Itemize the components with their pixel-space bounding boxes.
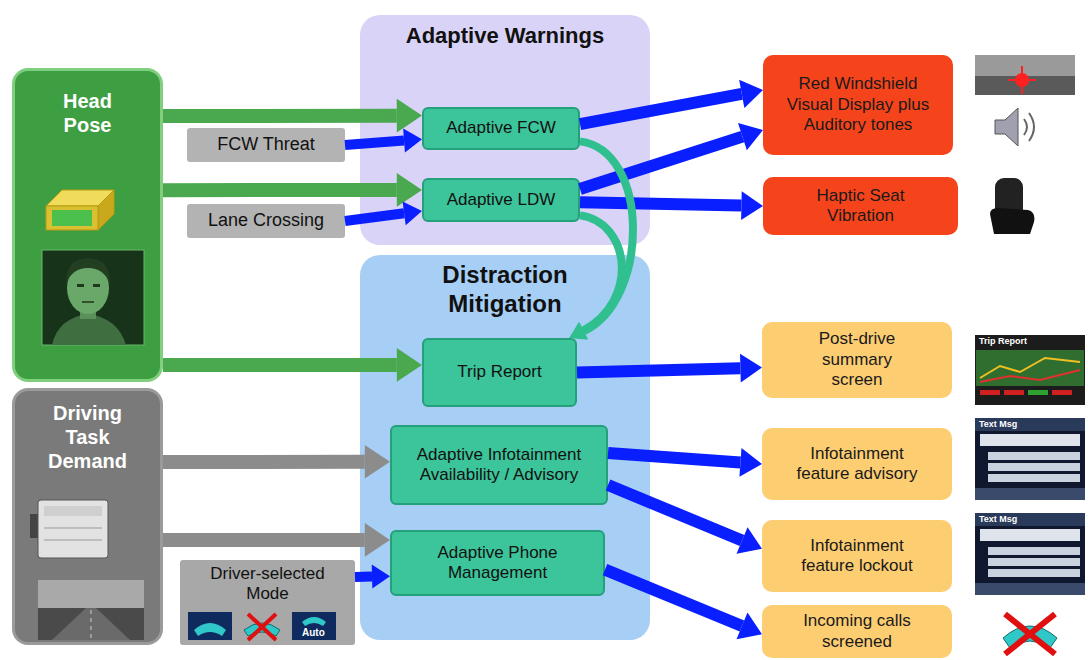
road-camera-image (38, 580, 144, 640)
node-label: Adaptive Infotainment Availability / Adv… (412, 445, 587, 486)
driver-face-image (42, 250, 144, 345)
text-message-screenshot (975, 513, 1085, 595)
process-box: Trip Report (422, 338, 577, 407)
connector-arrow (163, 445, 390, 479)
mitigation-output-box: Incoming calls screened (762, 605, 952, 658)
node-label: Trip Report (457, 362, 541, 382)
node-label: Adaptive Phone Management (423, 543, 573, 584)
node-label: Infotainment feature lockout (792, 536, 922, 577)
connector-arrow (605, 570, 762, 640)
process-box: Adaptive FCW (422, 107, 580, 150)
connector-arrow (608, 448, 762, 477)
phone-mode-icons (188, 612, 336, 640)
node-label: Adaptive Warnings (406, 23, 604, 49)
blocked-phone-icon (1003, 614, 1057, 654)
node-label: Haptic Seat Vibration (796, 186, 926, 227)
mitigation-output-box: Infotainment feature lockout (762, 520, 952, 592)
node-label: Incoming calls screened (792, 611, 922, 652)
connector-arrow (163, 523, 390, 557)
signal-box: FCW Threat (187, 128, 345, 162)
warning-output-box: Haptic Seat Vibration (763, 177, 958, 235)
node-label: Distraction Mitigation (405, 261, 605, 319)
node-label: Infotainment feature advisory (792, 444, 922, 485)
text-message-screenshot (975, 418, 1085, 500)
connector-arrow (163, 173, 422, 207)
ecu-module-icon (30, 500, 108, 558)
node-label: Red Windshield Visual Display plus Audit… (776, 74, 941, 135)
speaker-icon (995, 108, 1034, 146)
connector-arrow (163, 348, 422, 382)
connector-arrow (345, 129, 422, 153)
connector-arrow (569, 215, 622, 338)
camera-sensor-icon (46, 190, 114, 230)
connector-arrow (580, 191, 763, 220)
screen-label: Text Msg (979, 420, 1017, 430)
process-box: Adaptive Phone Management (390, 530, 605, 596)
windshield-display-image (975, 55, 1075, 95)
node-label: Lane Crossing (208, 210, 324, 232)
connector-arrow (355, 565, 390, 589)
screen-label: Text Msg (979, 515, 1017, 525)
mitigation-output-box: Post-drive summary screen (762, 322, 952, 398)
node-label: Driver-selected Mode (198, 564, 338, 605)
node-label: FCW Threat (217, 134, 315, 156)
connector-arrow (569, 141, 633, 339)
node-label: Head Pose (48, 89, 128, 137)
screen-label: Trip Report (979, 337, 1027, 347)
node-label: Adaptive FCW (446, 118, 556, 138)
connector-arrow (577, 354, 762, 383)
connector-arrow (608, 485, 762, 554)
signal-box: Lane Crossing (187, 204, 345, 238)
node-label: Driving Task Demand (40, 401, 135, 473)
node-label: Adaptive LDW (447, 190, 556, 210)
screen-label: Auto (302, 627, 325, 638)
connector-arrow (345, 201, 422, 225)
seat-icon (990, 178, 1034, 234)
mitigation-output-box: Infotainment feature advisory (762, 428, 952, 500)
warning-output-box: Red Windshield Visual Display plus Audit… (763, 55, 953, 155)
connector-arrow (580, 80, 763, 124)
trip-report-screenshot (975, 335, 1085, 405)
connector-arrow (163, 99, 422, 133)
node-label: Post-drive summary screen (797, 329, 917, 390)
process-box: Adaptive LDW (422, 178, 580, 222)
process-box: Adaptive Infotainment Availability / Adv… (390, 425, 608, 505)
